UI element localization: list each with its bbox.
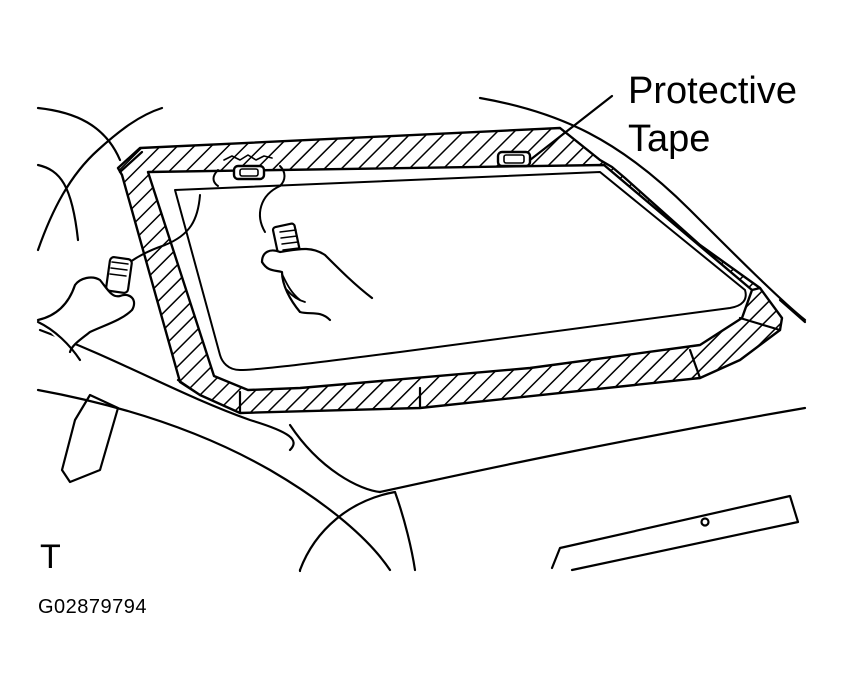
callout-label-line2: Tape <box>628 118 711 160</box>
protective-tape-band <box>116 126 784 415</box>
callout-label-line1: Protective <box>628 70 797 112</box>
windshield-glass <box>174 127 747 371</box>
figure-id: G02879794 <box>38 596 148 618</box>
callout-leader-line <box>528 94 614 162</box>
tape-pieces <box>212 150 532 187</box>
car-body <box>36 96 807 573</box>
right-hand-with-tool <box>259 185 374 322</box>
left-hand-with-tool <box>36 194 201 362</box>
view-marker: T <box>40 538 61 576</box>
